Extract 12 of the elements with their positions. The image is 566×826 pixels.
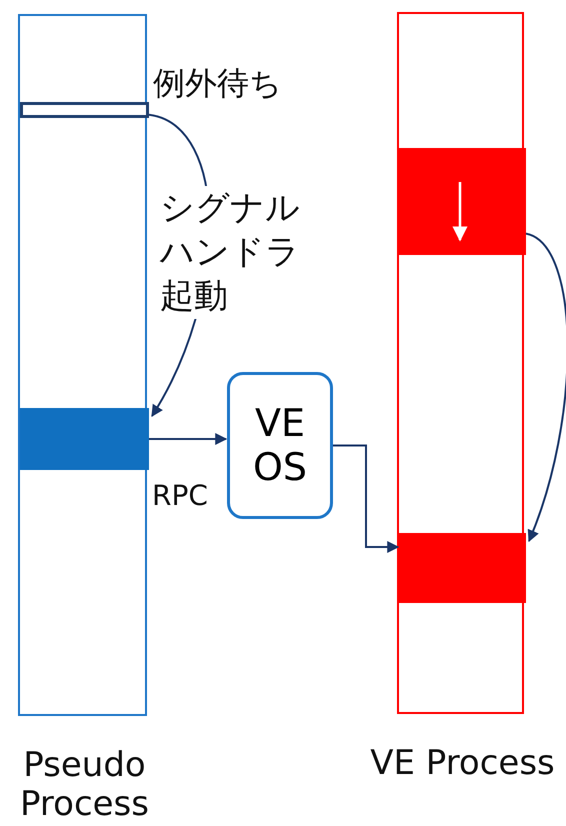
- activity-bar: [399, 148, 526, 255]
- process-box: VE OS: [227, 372, 333, 519]
- arrow: [526, 232, 566, 542]
- wait-marker: [20, 102, 149, 118]
- arrow: [333, 444, 400, 553]
- activity-bar: [399, 533, 526, 603]
- edge-label: RPC: [152, 478, 209, 514]
- annotation: 例外待ち: [153, 66, 282, 102]
- lane-title: VE Process: [369, 744, 556, 784]
- lane-title: Pseudo Process: [19, 746, 150, 824]
- arrow: [149, 433, 228, 445]
- activity-bar: [20, 408, 149, 470]
